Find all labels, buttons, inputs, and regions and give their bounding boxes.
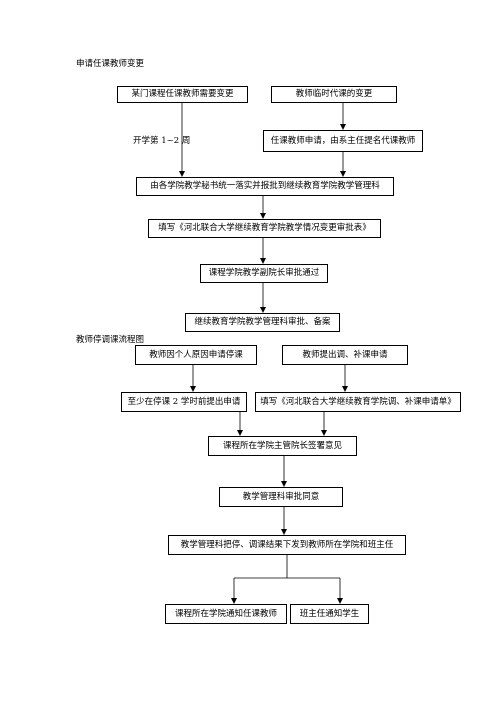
section2-title: 教师停调课流程图 xyxy=(76,335,145,345)
box-notify-students: 班主任通知学生 xyxy=(290,604,369,624)
box-fill-form: 填写《河北联合大学继续教育学院教学情况变更审批表》 xyxy=(148,219,381,238)
box-dean-sign: 课程所在学院主管院长签署意见 xyxy=(208,436,357,456)
section1-title: 申请任课教师变更 xyxy=(76,59,145,69)
box-record: 继续教育学院教学管理科审批、备案 xyxy=(185,313,340,332)
box-vice-dean: 课程学院教学副院长审批通过 xyxy=(200,264,328,283)
box-personal-stop: 教师因个人原因申请停课 xyxy=(135,345,257,365)
box-fill-adjust: 填写《河北联合大学继续教育学院调、补课申请单》 xyxy=(255,392,461,412)
box-mgmt-approve: 教学管理科审批同意 xyxy=(219,487,343,507)
side-note-week: 开学第 1~2 周 xyxy=(133,136,191,146)
box-secretary: 由各学院教学秘书统一落实并报批到继续教育学院教学管理科 xyxy=(136,177,394,196)
box-temp-substitute: 教师临时代课的变更 xyxy=(271,86,397,103)
box-notify-teacher: 课程所在学院通知任课教师 xyxy=(165,604,287,624)
box-course-change: 某门课程任课教师需要变更 xyxy=(117,86,248,103)
box-distribute: 教学管理科把停、调课结果下发到教师所在学院和班主任 xyxy=(168,535,406,555)
box-apply-adjust: 教师提出调、补课申请 xyxy=(282,345,408,365)
box-two-hours: 至少在停课 2 学时前提出申请 xyxy=(121,392,247,412)
box-teacher-apply: 任课教师申请，由系主任提名代课教师 xyxy=(263,130,423,152)
